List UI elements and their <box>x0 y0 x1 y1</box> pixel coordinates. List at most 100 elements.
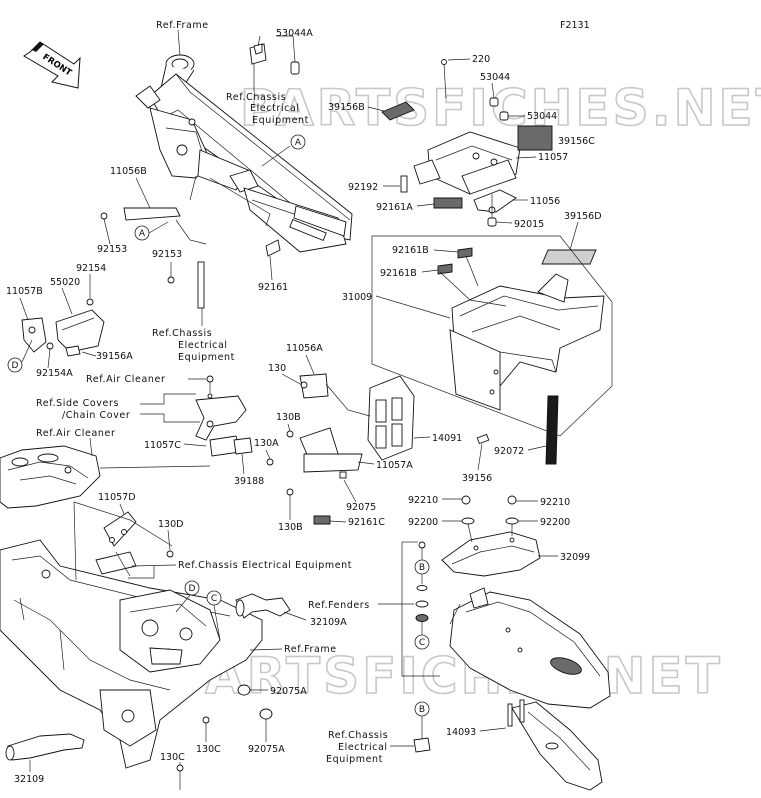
label-11056A: 11056A <box>286 343 323 354</box>
connector-icon <box>413 737 431 753</box>
label-92075: 92075 <box>346 502 376 513</box>
callout-b-bottom: B <box>414 701 430 740</box>
label-11057A: 11057A <box>376 460 413 471</box>
part-14093-rear-fender <box>449 587 611 791</box>
ref-chassis-top-2: Electrical <box>250 103 300 114</box>
label-92075A-1: 92075A <box>270 686 307 697</box>
part-11056B <box>100 207 207 245</box>
part-39156 <box>476 433 490 445</box>
part-39156B <box>381 101 415 121</box>
part-92075A-1 <box>237 684 251 696</box>
label-130C-1: 130C <box>196 744 221 755</box>
ref-side-covers-2: /Chain Cover <box>62 410 130 421</box>
label-11057: 11057 <box>538 152 568 163</box>
label-11057D: 11057D <box>98 492 136 503</box>
svg-text:C: C <box>211 594 217 604</box>
callout-d-lower: D <box>175 580 200 613</box>
part-92161B-1 <box>457 247 473 259</box>
label-92161B-1: 92161B <box>392 245 429 256</box>
label-32099: 32099 <box>560 552 590 563</box>
part-11057D <box>103 511 137 577</box>
label-130C-2: 130C <box>160 752 185 763</box>
label-32109: 32109 <box>14 774 44 785</box>
ref-chassis-top-1: Ref.Chassis <box>226 92 286 103</box>
ref-chassis-bottom-1: Ref.Chassis <box>328 730 388 741</box>
front-arrow-icon: FRONT <box>23 41 81 89</box>
label-92154A: 92154A <box>36 368 73 379</box>
part-11056A <box>299 373 371 417</box>
svg-text:D: D <box>189 584 196 594</box>
frame-assembly <box>135 54 353 253</box>
label-92072: 92072 <box>494 446 524 457</box>
part-32109A <box>235 593 291 619</box>
watermark-bottom: PARTSFICHES.NET <box>170 647 723 705</box>
part-11056 <box>473 189 517 214</box>
label-39156A: 39156A <box>96 351 133 362</box>
label-39156C: 39156C <box>558 136 595 147</box>
hardware-92210-92200 <box>461 495 519 525</box>
label-92210-b: 92210 <box>540 497 570 508</box>
label-55020: 55020 <box>50 277 80 288</box>
label-130B-1: 130B <box>276 412 301 423</box>
callout-a-top: A <box>261 134 306 167</box>
callout-a-left: A <box>134 221 169 241</box>
label-92153-b: 92153 <box>152 249 182 260</box>
label-130D: 130D <box>158 519 183 530</box>
ref-air-cleaner-1: Ref.Air Cleaner <box>86 374 165 385</box>
rear-frame-assembly <box>0 539 263 769</box>
part-92072 <box>545 395 559 465</box>
part-92161A <box>433 197 463 209</box>
figure-code: F2131 <box>560 20 590 31</box>
part-31009-undertray <box>449 273 605 411</box>
watermark-top: PARTSFICHES.NET <box>240 79 761 137</box>
label-39156B: 39156B <box>328 102 365 113</box>
part-11057B-55020 <box>21 298 105 357</box>
part-39156C <box>517 125 553 151</box>
label-53044-2: 53044 <box>527 111 557 122</box>
label-92153-a: 92153 <box>97 244 127 255</box>
part-32099 <box>441 531 541 577</box>
label-92200-b: 92200 <box>540 517 570 528</box>
ref-chassis-left-1: Ref.Chassis <box>152 328 212 339</box>
ref-chassis-left-2: Electrical <box>178 340 228 351</box>
label-220: 220 <box>472 54 490 65</box>
label-130-a: 130 <box>268 363 286 374</box>
label-92161: 92161 <box>258 282 288 293</box>
part-92161B-2 <box>437 263 453 275</box>
label-31009: 31009 <box>342 292 372 303</box>
part-92161C <box>313 515 331 525</box>
label-39156: 39156 <box>462 473 492 484</box>
ref-chassis-top-3: Equipment <box>252 115 309 126</box>
fender-hardware-stack <box>415 541 429 622</box>
label-11057C: 11057C <box>144 440 181 451</box>
label-39156D: 39156D <box>564 211 602 222</box>
ref-frame-bottom: Ref.Frame <box>284 644 337 655</box>
ref-chassis-bottom-2: Electrical <box>338 742 388 753</box>
ref-side-covers-1: Ref.Side Covers <box>36 398 119 409</box>
part-39156D <box>541 249 597 265</box>
part-92192 <box>400 175 408 193</box>
label-130B-2: 130B <box>278 522 303 533</box>
svg-text:A: A <box>295 138 302 148</box>
label-92154: 92154 <box>76 263 106 274</box>
label-92015: 92015 <box>514 219 544 230</box>
ref-air-cleaner-2: Ref.Air Cleaner <box>36 428 115 439</box>
label-11057B: 11057B <box>6 286 43 297</box>
label-92210-a: 92210 <box>408 495 438 506</box>
ref-chassis-bottom-3: Equipment <box>326 754 383 765</box>
callout-b-fender: B <box>414 559 430 575</box>
label-53044-1: 53044 <box>480 72 510 83</box>
svg-text:B: B <box>419 705 425 715</box>
air-cleaner-housing <box>0 445 211 509</box>
callout-c-lower: C <box>206 590 222 641</box>
label-130A: 130A <box>254 438 279 449</box>
part-53044A <box>249 43 300 75</box>
ref-frame-top: Ref.Frame <box>156 20 209 31</box>
label-92192: 92192 <box>348 182 378 193</box>
label-14093: 14093 <box>446 727 476 738</box>
part-11057-tray <box>413 131 521 195</box>
label-92161B-2: 92161B <box>380 268 417 279</box>
label-11056B: 11056B <box>110 166 147 177</box>
label-92200-a: 92200 <box>408 517 438 528</box>
